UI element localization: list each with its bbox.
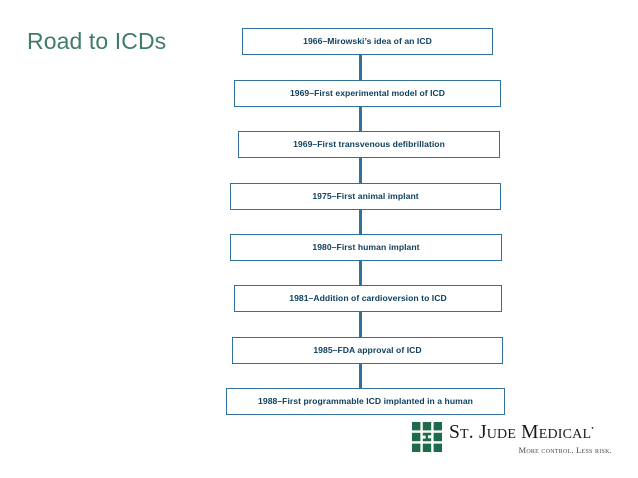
flow-node-label: 1969–First experimental model of ICD: [289, 88, 446, 99]
flow-node[interactable]: 1980–First human implant: [230, 234, 502, 261]
flow-node[interactable]: 1975–First animal implant: [230, 183, 501, 210]
flow-connector: [359, 158, 362, 183]
flow-node-label: 1985–FDA approval of ICD: [313, 345, 422, 356]
logo-wordmark-text: St. Jude Medical: [449, 422, 592, 443]
page-title: Road to ICDs: [27, 28, 167, 54]
flow-connector: [359, 107, 362, 131]
flow-node[interactable]: 1969–First experimental model of ICD: [234, 80, 501, 107]
brand-logo: St. Jude Medical• More control. Less ris…: [412, 421, 612, 467]
flow-node[interactable]: 1981–Addition of cardioversion to ICD: [234, 285, 502, 312]
flow-node-label: 1975–First animal implant: [312, 191, 419, 202]
st-jude-medical-grid-icon: [412, 422, 442, 452]
flow-connector: [359, 364, 362, 388]
flow-node[interactable]: 1988–First programmable ICD implanted in…: [226, 388, 505, 415]
flow-node-label: 1981–Addition of cardioversion to ICD: [289, 293, 447, 304]
flow-node[interactable]: 1969–First transvenous defibrillation: [238, 131, 500, 158]
flow-connector: [359, 261, 362, 285]
timeline-flowchart: 1966–Mirowski’s idea of an ICD 1969–First…: [226, 28, 508, 415]
flow-node-label: 1966–Mirowski’s idea of an ICD: [303, 36, 432, 47]
flow-connector: [359, 210, 362, 234]
flow-node-label: 1969–First transvenous defibrillation: [293, 139, 445, 150]
flow-connector: [359, 312, 362, 337]
flow-node[interactable]: 1966–Mirowski’s idea of an ICD: [242, 28, 493, 55]
logo-tagline: More control. Less risk.: [518, 446, 612, 455]
trademark-icon: •: [591, 424, 594, 433]
flow-connector: [359, 55, 362, 80]
flow-node-label: 1980–First human implant: [312, 242, 420, 253]
flow-node[interactable]: 1985–FDA approval of ICD: [232, 337, 503, 364]
logo-wordmark: St. Jude Medical•: [449, 422, 594, 444]
flow-node-label: 1988–First programmable ICD implanted in…: [258, 396, 473, 407]
